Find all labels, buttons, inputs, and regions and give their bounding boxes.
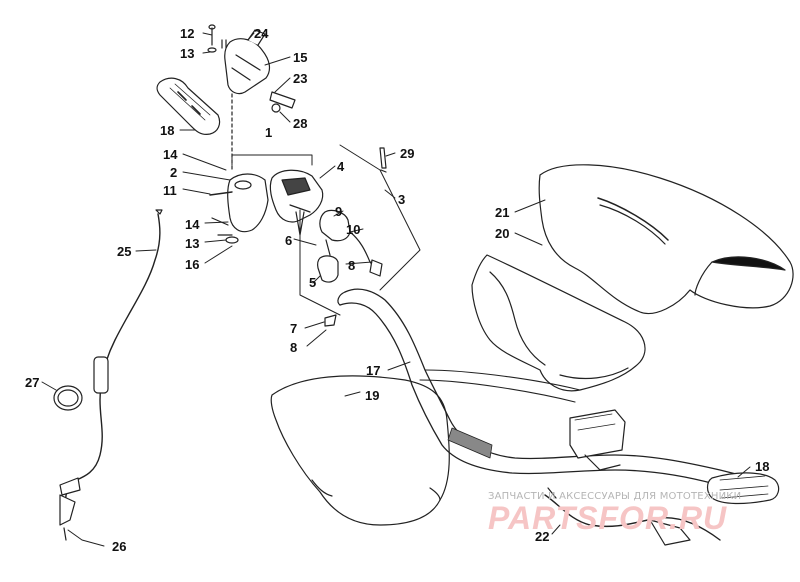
label-9: 9 <box>335 204 343 219</box>
kill-switch-9 <box>319 209 383 277</box>
label-4: 4 <box>337 159 345 174</box>
label-3: 3 <box>398 192 406 207</box>
leader-lines <box>41 32 751 547</box>
label-27: 27 <box>25 375 40 390</box>
label-23: 23 <box>293 71 308 86</box>
label-7: 7 <box>290 321 298 336</box>
hand-guard-19 <box>270 375 450 526</box>
label-21: 21 <box>495 205 510 220</box>
label-24: 24 <box>254 26 269 41</box>
label-13-bottom: 13 <box>185 236 200 251</box>
grip-18-left <box>156 77 221 135</box>
label-5: 5 <box>309 275 317 290</box>
label-28: 28 <box>293 116 308 131</box>
throttle-assembly-15 <box>221 29 296 171</box>
label-13-top: 13 <box>180 46 195 61</box>
grip-18-right <box>706 472 780 505</box>
label-18-left: 18 <box>160 123 175 138</box>
throttle-cable-25 <box>59 209 163 541</box>
screw-12 <box>207 24 217 53</box>
label-20: 20 <box>495 226 510 241</box>
hand-guard-20 <box>471 254 646 392</box>
part-5 <box>317 239 339 283</box>
label-22: 22 <box>535 529 550 544</box>
label-11: 11 <box>163 183 177 198</box>
assembly-brackets <box>231 144 421 316</box>
label-14-top: 14 <box>163 147 178 162</box>
label-19: 19 <box>365 388 380 403</box>
label-12: 12 <box>180 26 195 41</box>
label-8-bottom: 8 <box>290 340 298 355</box>
label-10: 10 <box>346 222 361 237</box>
label-6: 6 <box>285 233 293 248</box>
label-14-bottom: 14 <box>185 217 200 232</box>
hand-guard-cover-21 <box>538 164 794 314</box>
label-29: 29 <box>400 146 415 161</box>
label-16: 16 <box>185 257 200 272</box>
label-18-right: 18 <box>755 459 770 474</box>
label-15: 15 <box>293 50 308 65</box>
watermark-caption: ЗАПЧАСТИ И АКСЕССУАРЫ ДЛЯ МОТОТЕХНИКИ <box>488 491 742 502</box>
label-25: 25 <box>117 244 132 259</box>
housing-2 <box>209 173 269 244</box>
label-2: 2 <box>170 165 178 180</box>
switch-housing-4 <box>269 169 324 236</box>
part-7 <box>324 314 337 327</box>
watermark-logo: PARTSFOR.RU <box>488 500 728 536</box>
label-26: 26 <box>112 539 127 554</box>
control-box-22 <box>544 409 721 546</box>
label-17: 17 <box>366 363 381 378</box>
clamp-27 <box>53 385 83 411</box>
label-1: 1 <box>265 125 273 140</box>
label-8-top: 8 <box>348 258 356 273</box>
pin-29 <box>379 147 387 173</box>
handlebar-17 <box>337 288 761 496</box>
